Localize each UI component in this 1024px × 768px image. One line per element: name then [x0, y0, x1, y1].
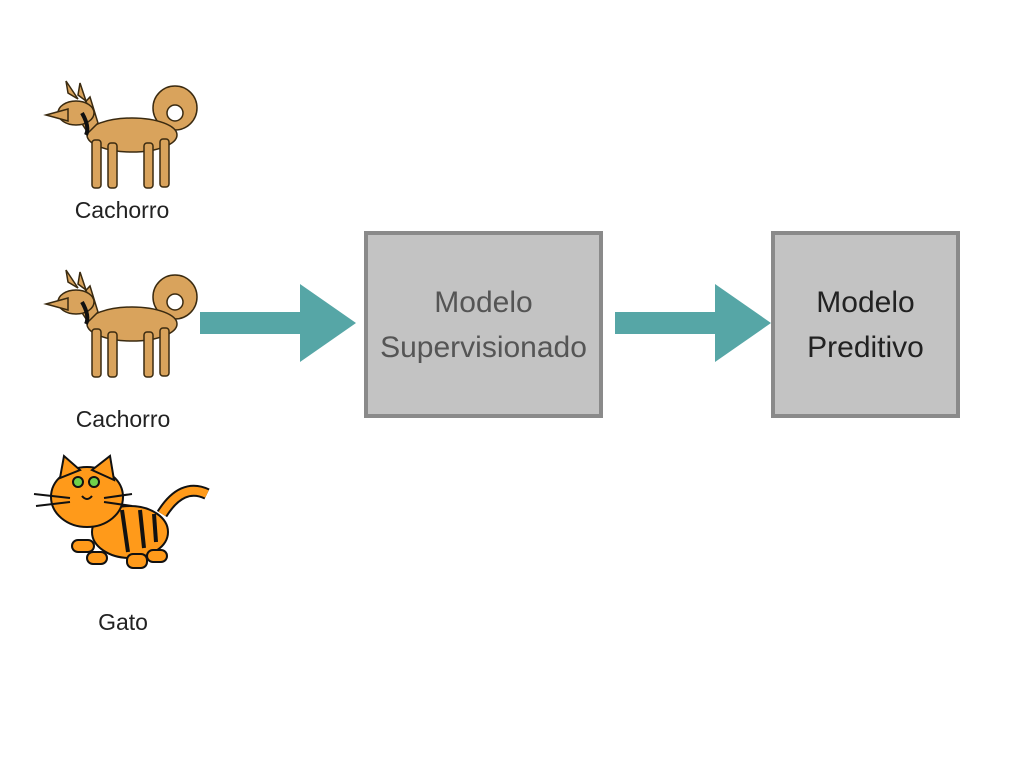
arrow-2 — [615, 284, 771, 362]
supervised-model-box: Modelo Supervisionado — [364, 231, 603, 418]
input-label-3: Gato — [98, 609, 148, 635]
arrow-right-icon — [200, 284, 356, 362]
supervised-model-line1: Modelo — [434, 285, 533, 319]
dog-image-1 — [43, 80, 198, 189]
dog-icon — [43, 80, 198, 189]
arrow-right-icon — [615, 284, 771, 362]
input-label-1: Cachorro — [74, 197, 170, 223]
supervised-model-line2: Supervisionado — [380, 330, 587, 364]
predictive-model-line2: Preditivo — [807, 330, 924, 364]
arrow-1 — [200, 284, 356, 362]
predictive-model-box: Modelo Preditivo — [771, 231, 960, 418]
cat-image — [33, 454, 210, 569]
predictive-model-line1: Modelo — [816, 285, 915, 319]
cat-icon — [33, 454, 210, 569]
dog-image-2 — [43, 269, 198, 378]
input-label-2: Cachorro — [75, 406, 171, 432]
dog-icon — [43, 269, 198, 378]
